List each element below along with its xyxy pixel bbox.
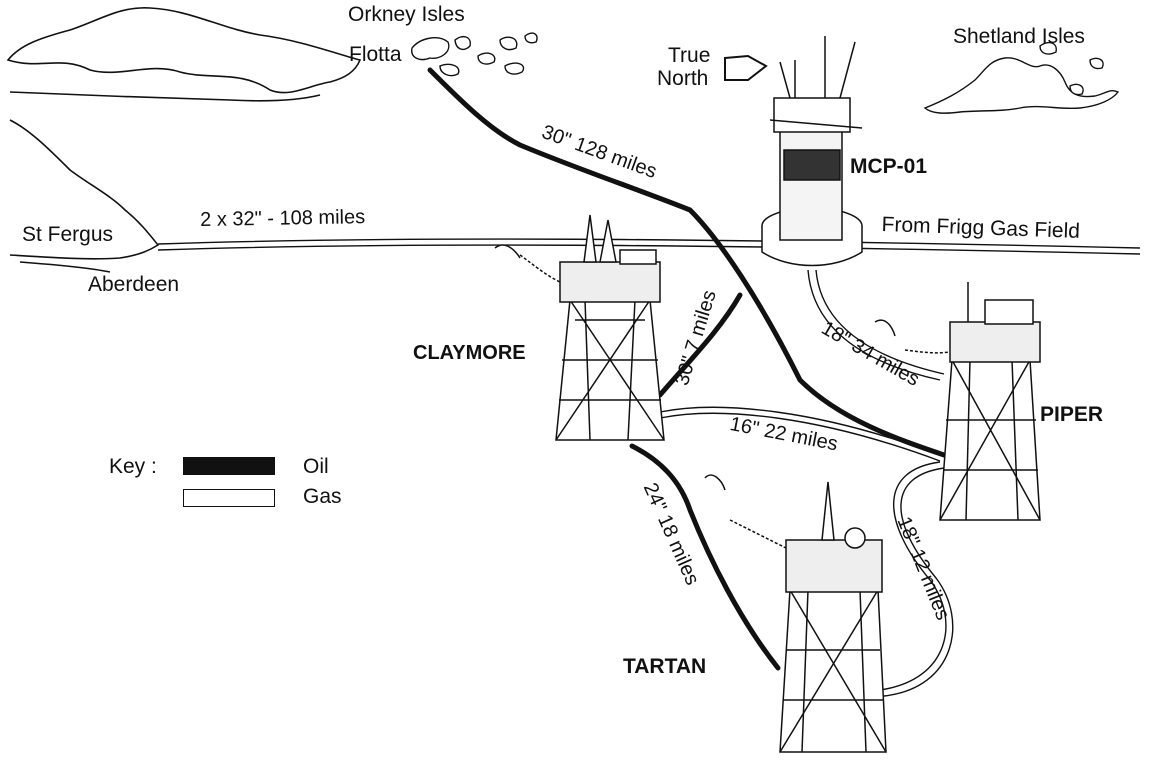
true-north-label-line1: True [668,44,711,67]
legend-gas-label: Gas [303,485,342,508]
st-fergus-label: St Fergus [22,223,114,246]
oil-pipelines [427,67,947,671]
coast-detail-2 [19,261,111,273]
piper-platform [874,282,1041,521]
shetland-label: Shetland Isles [953,25,1085,48]
orkney-label: Orkney Isles [348,3,465,26]
claymore-platform [494,214,665,441]
tartan-label: TARTAN [623,655,707,678]
pipe-claymore-piper-b [659,412,941,462]
flotta-label: Flotta [349,43,402,66]
legend-oil-label: Oil [303,455,329,478]
orkney-islands [411,32,538,77]
pipe-piper-tartan-a [879,461,947,691]
pipe-claymore-oil [657,292,743,398]
true-north-arrow [724,54,768,81]
legend-gas-swatch [183,489,275,507]
true-north-label-line2: North [657,67,709,90]
pipe-tartan-claymore [629,443,781,671]
coastlines [6,7,362,273]
scotland-north-coast [6,7,362,94]
legend-title: Key : [109,455,157,478]
pipe-stfergus-frigg-b [157,244,1141,255]
pipe-flotta-piper [427,67,947,458]
pipe-mcp-piper-a [807,269,941,381]
mcp01-label: MCP-01 [850,155,928,178]
mcp01-platform [761,36,863,267]
pipe-piper-tartan-b [883,467,954,697]
claymore-label: CLAYMORE [413,342,526,364]
legend-oil-swatch [183,457,275,475]
gas-pipelines [157,238,1141,697]
pipeline-label-stfergus-frigg: 2 x 32" - 108 miles [199,206,366,231]
coast-detail-1 [9,91,321,102]
scotland-east-coast [9,119,160,260]
piper-label: PIPER [1040,403,1104,426]
aberdeen-label: Aberdeen [88,273,180,296]
pipe-mcp-piper-b [815,269,945,375]
tartan-platform [704,474,887,753]
shetland-islands [923,41,1120,114]
pipe-stfergus-frigg-a [157,238,1141,249]
